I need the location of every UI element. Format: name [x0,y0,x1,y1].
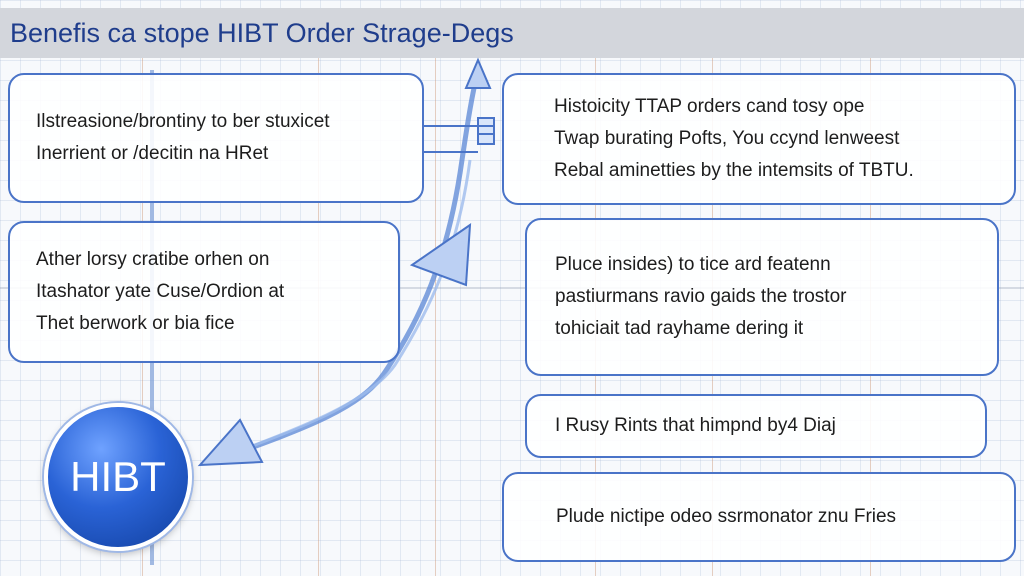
arrowhead-top [464,57,492,89]
right-info-box-4: Plude nictipe odeo ssrmonator znu Fries [502,472,1016,562]
guide-line [435,58,436,576]
arrowhead-middle [409,223,472,287]
curved-arrow-secondary [227,159,472,457]
right-info-text-1: Histoicity TTAP orders cand tosy ope Twa… [554,96,914,181]
left-info-text-2: Ather lorsy cratibe orhen on Itashator y… [36,249,285,334]
guide-line [0,287,1024,289]
right-info-box-2: Pluce insides) to tice ard featenn pasti… [525,218,999,376]
arrowhead-bottom [197,418,264,467]
right-info-box-1: Histoicity TTAP orders cand tosy ope Twa… [502,73,1016,205]
right-info-text-4: Plude nictipe odeo ssrmonator znu Fries [556,506,897,527]
hibt-logo: HIBT [44,403,192,551]
left-info-box-1: Ilstreasione/brontinу to ber stuxicet In… [8,73,424,203]
title-bar: Benefis ca stope HIBT Order Strage-Degs [0,8,1024,58]
connector-marker [477,117,495,145]
left-info-box-2: Ather lorsy cratibe orhen on Itashator y… [8,221,400,363]
page-title: Benefis ca stope HIBT Order Strage-Degs [10,17,514,48]
hibt-logo-text: HIBT [70,453,166,500]
right-info-text-2: Pluce insides) to tice ard featenn pasti… [555,254,847,339]
left-info-text-1: Ilstreasione/brontinу to ber stuxicet In… [36,111,330,164]
right-info-box-3: I Rusy Rints that himpnd by4 Diaj [525,394,987,458]
right-info-text-3: I Rusy Rints that himpnd by4 Diaj [555,415,836,436]
